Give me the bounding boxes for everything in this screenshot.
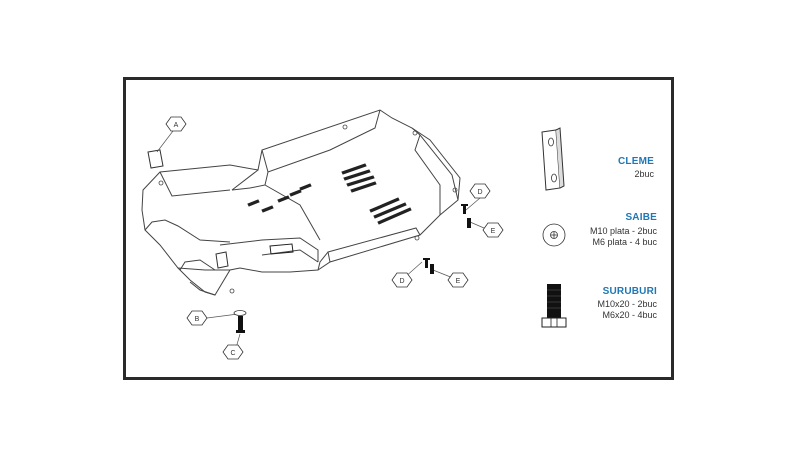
legend-suruburi-line-1: M10x20 - 2buc [597, 299, 657, 309]
callout-a-label: A [174, 122, 179, 129]
legend-suruburi-title: SURUBURI [602, 286, 657, 297]
plate-fasteners [233, 204, 471, 333]
callout-e-right-label: E [491, 228, 496, 235]
legend-cleme-title: CLEME [618, 156, 654, 167]
mounting-holes [158, 124, 458, 294]
clip-parts [147, 149, 229, 269]
callout-d-right-label: D [477, 189, 482, 196]
legend-cleme-line-1: 2buc [634, 169, 654, 179]
callout-d-right: D [469, 183, 491, 199]
callout-e-bottom: E [447, 272, 469, 288]
callout-e-right: E [482, 222, 504, 238]
diagram-frame [123, 77, 674, 380]
vent-slots [247, 163, 412, 255]
skid-plate [141, 109, 461, 296]
callout-c: C [222, 344, 244, 360]
legend-saibe-line-2: M6 plata - 4 buc [592, 237, 657, 247]
clamp-icon [541, 127, 565, 191]
callout-b: B [186, 310, 208, 326]
leader-lines [156, 126, 485, 349]
legend-saibe-line-1: M10 plata - 2buc [589, 226, 657, 236]
callout-c-label: C [230, 350, 235, 357]
bolt-icon [541, 284, 567, 328]
legend-saibe-title: SAIBE [625, 212, 657, 223]
callout-b-label: B [195, 316, 200, 323]
callout-d-bottom: D [391, 272, 413, 288]
callout-e-bottom-label: E [456, 278, 461, 285]
callout-a: A [165, 116, 187, 132]
callout-d-bottom-label: D [399, 278, 404, 285]
legend-suruburi-line-2: M6x20 - 4buc [602, 310, 657, 320]
washer-icon [542, 223, 566, 247]
